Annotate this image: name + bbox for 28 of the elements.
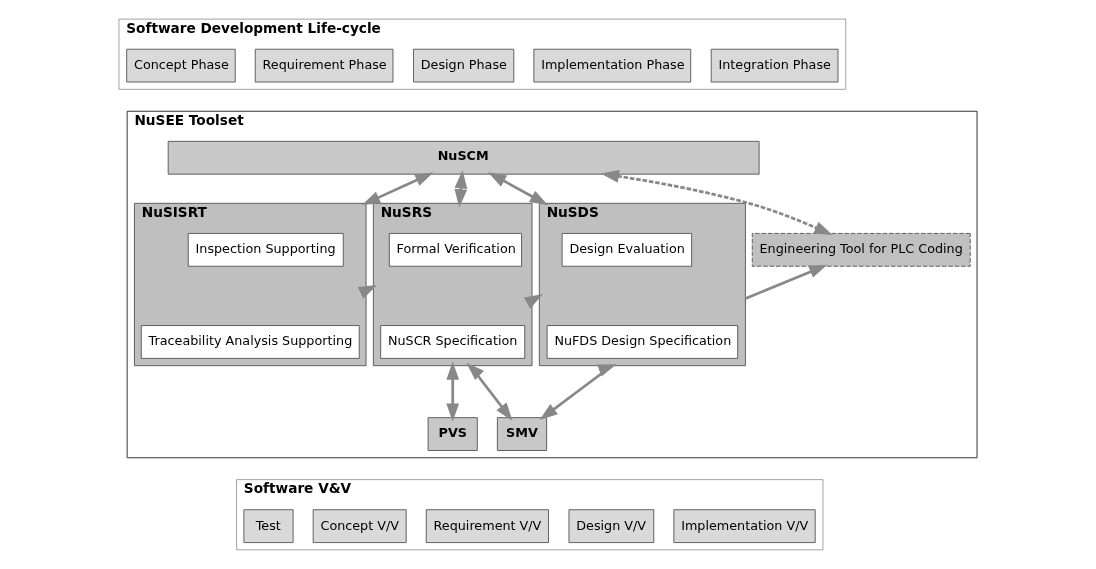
arrow [446,361,460,422]
node-box: Implementation Phase [533,48,692,83]
node-box: Design Phase [413,48,515,83]
arrow [539,364,617,420]
node-box: Engineering Tool for PLC Coding [751,232,971,267]
node-box: Requirement Phase [254,48,394,83]
node-box: Integration Phase [710,48,839,83]
arrow [744,264,828,300]
node-box: Requirement V/V [425,509,549,544]
arrow [361,172,434,206]
node-box: SMV [496,417,548,451]
node-box: Implementation V/V [673,509,816,544]
node-box: Concept Phase [126,48,236,83]
arrow [454,170,468,208]
node-box: NuFDS Design Specification [546,325,739,359]
arrow [600,169,833,236]
node-box: NuSCM [167,140,760,175]
arrow [488,172,549,206]
arrow [466,362,513,421]
node-box: NuSCR Specification [380,325,526,359]
node-box: Test [243,509,294,544]
node-box: Inspection Supporting [187,232,344,267]
node-box: Concept V/V [312,509,407,544]
node-box: PVS [427,417,478,451]
node-box: Formal Verification [388,232,522,267]
node-box: Design Evaluation [561,232,693,267]
node-box: Traceability Analysis Supporting [140,325,360,359]
node-box: Design V/V [568,509,655,544]
